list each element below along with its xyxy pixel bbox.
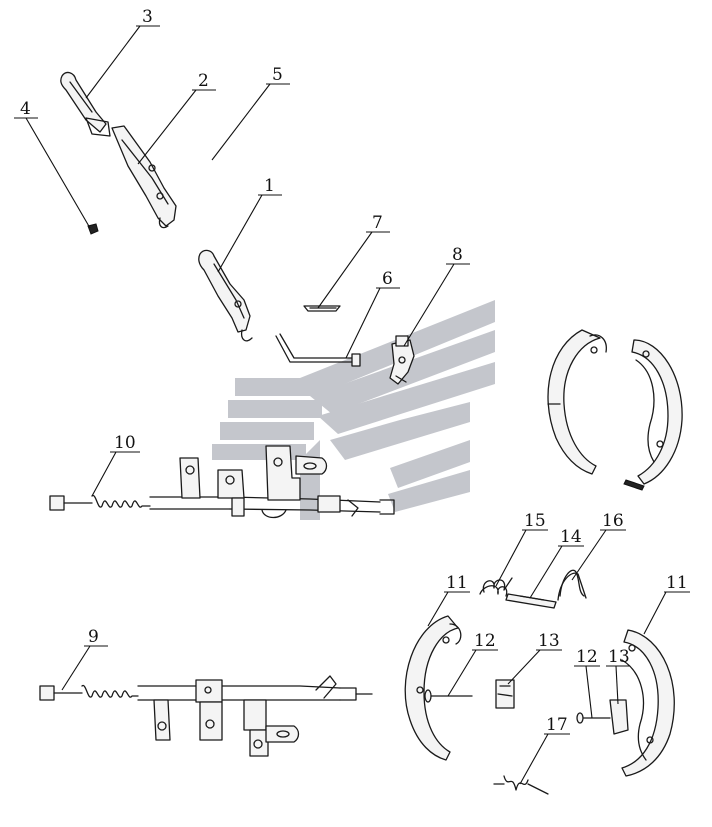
- callout-leaders: [14, 25, 690, 785]
- callout-label-2: 2: [198, 71, 209, 91]
- part-15-spring: [479, 577, 513, 597]
- part-1-lever: [198, 249, 253, 342]
- brake-shoe-pair-upper: [547, 329, 683, 491]
- callout-label-11-right: 11: [666, 573, 688, 593]
- part-3-lever: [60, 71, 111, 137]
- part-11-brake-shoe-right: [609, 629, 675, 777]
- part-13-clip-left: [495, 679, 515, 709]
- callout-label-12-left: 12: [474, 631, 496, 651]
- callout-label-15: 15: [524, 511, 546, 531]
- part-9-cable: [39, 675, 373, 757]
- callout-label-6: 6: [382, 269, 393, 289]
- callout-label-14: 14: [560, 527, 582, 547]
- part-2-lever: [111, 125, 177, 229]
- part-6-bolt: [275, 333, 361, 367]
- part-10-cable: [49, 445, 395, 519]
- callout-label-10: 10: [114, 433, 136, 453]
- part-14-strut: [505, 593, 557, 609]
- part-17-spring: [493, 775, 549, 795]
- callout-label-17: 17: [546, 715, 568, 735]
- callout-label-13-right: 13: [608, 647, 630, 667]
- callout-label-11-left: 11: [446, 573, 468, 593]
- part-8-bracket: [389, 335, 415, 385]
- part-12-pin-left: [424, 689, 473, 703]
- part-11-brake-shoe-left: [404, 615, 462, 761]
- callout-label-7: 7: [372, 213, 383, 233]
- part-12-pin-right: [576, 712, 611, 724]
- part-4-nut: [87, 223, 99, 235]
- callout-label-12-right: 12: [576, 647, 598, 667]
- part-7-pin: [303, 305, 341, 312]
- part-16-spring: [557, 569, 587, 601]
- callout-label-13-left: 13: [538, 631, 560, 651]
- callout-label-4: 4: [20, 99, 31, 119]
- callout-label-9: 9: [88, 627, 99, 647]
- callout-label-1: 1: [264, 176, 275, 196]
- watermark-logo: [212, 300, 495, 520]
- callout-labels: 3 2 5 4 1 7 8 6 10 15 14 16 11 11 12 13 …: [20, 7, 688, 735]
- callout-label-8: 8: [452, 245, 463, 265]
- callout-label-16: 16: [602, 511, 624, 531]
- callout-label-3: 3: [142, 7, 153, 27]
- callout-label-5: 5: [272, 65, 283, 85]
